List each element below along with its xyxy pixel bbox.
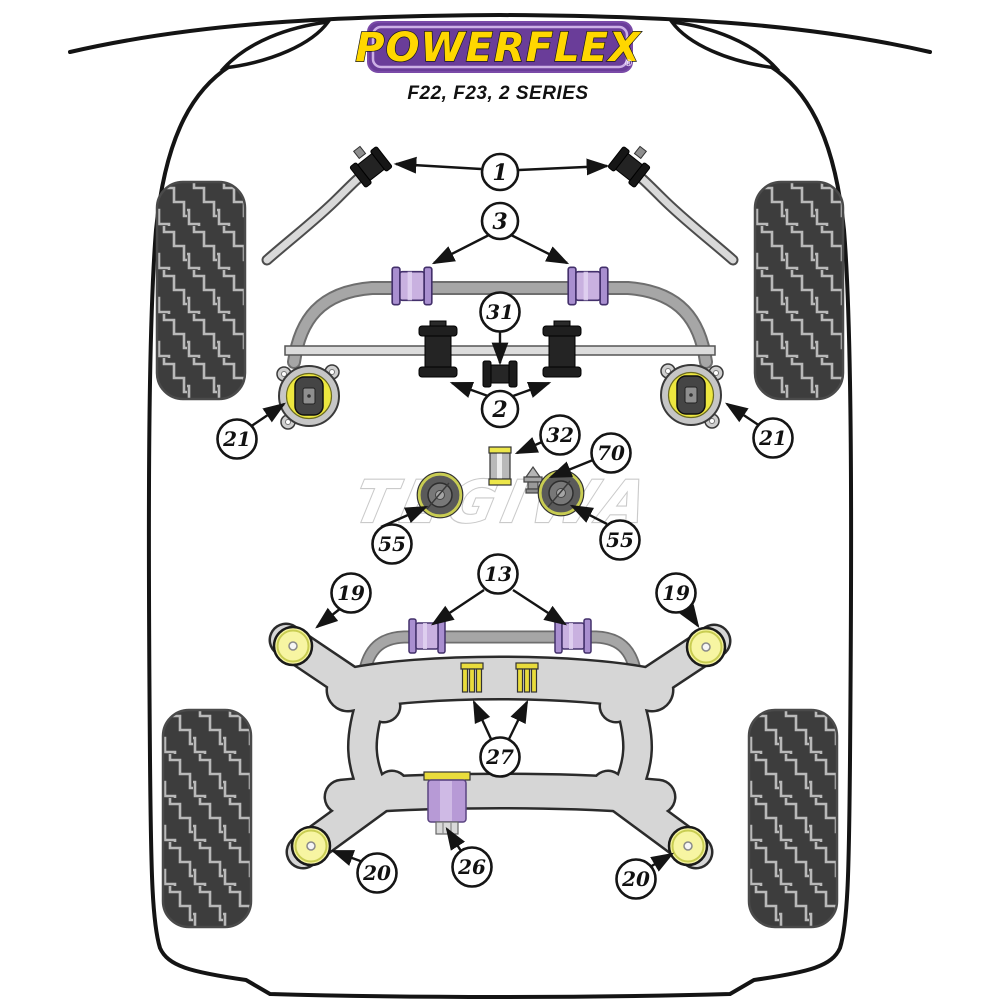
roof-line — [68, 12, 932, 54]
arrow-3-right — [510, 233, 570, 265]
arrow-1-left — [393, 156, 482, 174]
callout-21-left-label: 21 — [222, 427, 251, 451]
tire-front-right — [753, 180, 845, 401]
powerflex-logo-inner-border — [371, 25, 629, 69]
callout-13-label: 13 — [484, 562, 512, 586]
center-parts — [415, 446, 586, 520]
callout-31-label: 31 — [486, 300, 514, 324]
callout-19-right: 19 — [655, 572, 697, 614]
brand-header: POWERFLEX ® F22, F23, 2 SERIES — [355, 21, 642, 104]
front-link-arm-left — [263, 161, 378, 264]
body-outline — [146, 64, 854, 999]
arrow-3-left — [431, 233, 490, 265]
arrow-21-right — [725, 402, 761, 427]
mount-left-part21 — [276, 364, 340, 430]
callout-3: 3 — [480, 201, 520, 241]
callout-20-left-label: 20 — [362, 861, 391, 885]
callout-26: 26 — [451, 846, 493, 888]
clamp-right-part27 — [515, 662, 539, 693]
callout-19-right-label: 19 — [662, 581, 690, 605]
callout-31: 31 — [479, 291, 521, 333]
round-bush-left-part55 — [415, 470, 465, 520]
callout-3-label: 3 — [492, 209, 507, 235]
vehicle-model-text: F22, F23, 2 SERIES — [407, 83, 588, 104]
arrow-20-left — [330, 849, 364, 866]
callout-1: 1 — [480, 152, 520, 192]
powerflex-logo-background — [367, 21, 633, 73]
callout-19-left: 19 — [330, 572, 372, 614]
callout-20-right-label: 20 — [621, 867, 650, 891]
callout-20-left: 20 — [356, 852, 398, 894]
subframe-bush-front-right-part19 — [685, 626, 727, 668]
callout-21-right: 21 — [752, 417, 794, 459]
small-bush-part31 — [482, 360, 518, 388]
rear-suspension — [268, 618, 732, 870]
arrow-20-right — [649, 852, 675, 872]
callout-55-left-label: 55 — [378, 532, 406, 556]
tire-front-left — [155, 180, 247, 401]
callout-27-label: 27 — [485, 745, 514, 769]
tie-bar-bush-right-part2 — [542, 320, 582, 378]
callout-2-label: 2 — [491, 397, 507, 423]
cone-bush-part70 — [523, 465, 543, 494]
callout-19-left-label: 19 — [337, 581, 365, 605]
arrow-21-left — [249, 402, 286, 428]
arrow-13-right — [512, 588, 568, 626]
cylinder-bush-part32 — [488, 446, 512, 486]
wing-mirror-left — [219, 19, 332, 71]
wing-mirror-right — [668, 19, 781, 71]
car-outline — [68, 12, 932, 999]
rear-subframe — [271, 625, 729, 867]
tire-rear-left — [161, 708, 253, 929]
front-arb-bush-right-part3 — [567, 266, 609, 306]
callout-55-right-label: 55 — [606, 528, 634, 552]
arrow-19-right — [679, 604, 700, 628]
callout-2: 2 — [480, 389, 520, 429]
arrow-19-left — [315, 607, 342, 629]
callouts: 1 3 31 2 21 21 32 70 — [216, 152, 794, 900]
subframe-bush-rear-right-part20 — [667, 825, 709, 867]
callout-27: 27 — [479, 736, 521, 778]
rear-arb-bush-left-part13 — [408, 618, 446, 654]
mount-right-part21 — [660, 363, 724, 429]
rear-anti-roll-bar — [358, 632, 642, 687]
tire-rear-right — [747, 708, 839, 929]
clamp-left-part27 — [460, 662, 484, 693]
callout-32-label: 32 — [546, 423, 574, 447]
arrow-32 — [514, 437, 543, 455]
callout-26-label: 26 — [457, 855, 486, 879]
callout-70-label: 70 — [597, 441, 625, 465]
callout-55-right: 55 — [599, 519, 641, 561]
registered-trademark: ® — [624, 59, 633, 69]
arrow-27-left — [472, 699, 493, 740]
front-anti-roll-bar — [289, 283, 711, 367]
callout-13: 13 — [477, 553, 519, 595]
arrow-1-right — [518, 158, 610, 176]
arrow-2-right — [512, 381, 552, 398]
arrow-27-right — [507, 699, 529, 740]
arrow-2-left — [449, 381, 489, 398]
callout-21-left: 21 — [216, 418, 258, 460]
front-arb-bush-left-part3 — [391, 266, 433, 306]
rear-arb-bush-right-part13 — [554, 618, 592, 654]
arrow-13-left — [431, 589, 485, 626]
powerflex-logo-text: POWERFLEX — [355, 25, 642, 71]
callout-arrows — [249, 156, 761, 872]
callout-1-label: 1 — [492, 160, 507, 186]
tie-bar-bush-left-part2 — [418, 320, 458, 378]
arrow-55-right — [569, 504, 608, 526]
callout-55-left: 55 — [371, 523, 413, 565]
arrow-70 — [548, 458, 594, 479]
subframe-bush-front-left-part19 — [272, 625, 314, 667]
callout-32: 32 — [539, 414, 581, 456]
front-link-arm-right — [622, 161, 737, 264]
subframe-bush-rear-left-part20 — [290, 825, 332, 867]
centre-bush-part26 — [423, 771, 471, 835]
arrow-26 — [445, 826, 466, 852]
callout-70: 70 — [590, 432, 632, 474]
callout-21-right-label: 21 — [758, 426, 787, 450]
callout-20-right: 20 — [615, 858, 657, 900]
